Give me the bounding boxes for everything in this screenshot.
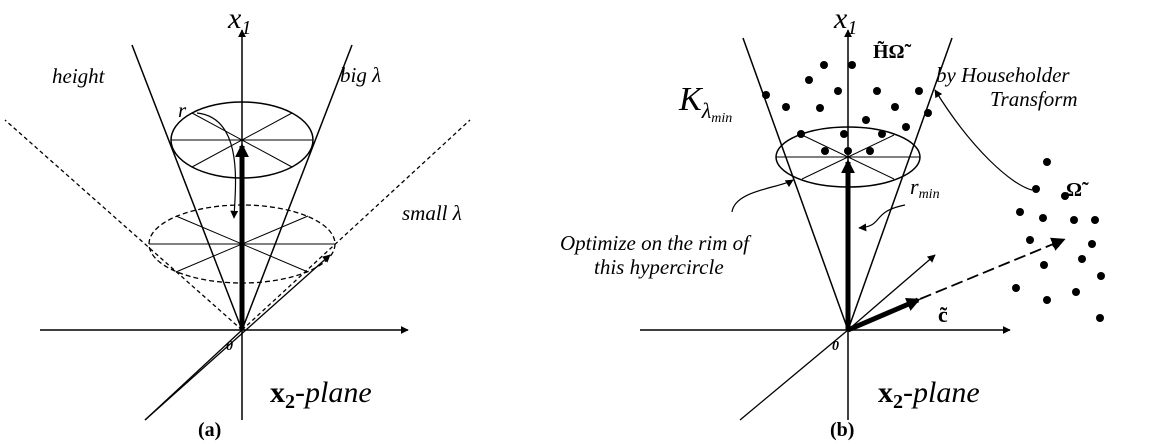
- data-point: [1096, 314, 1104, 322]
- data-point: [816, 104, 824, 112]
- c-tilde-arrow: [847, 297, 921, 333]
- big-lambda-label: big λ: [340, 63, 381, 87]
- data-point: [762, 91, 770, 99]
- data-point: [797, 130, 805, 138]
- r-min-label: rmin: [910, 174, 940, 202]
- householder-label-line2: Transform: [990, 87, 1078, 111]
- data-point: [834, 87, 842, 95]
- data-point: [844, 147, 852, 155]
- data-point: [848, 61, 856, 69]
- c-tilde-label: c̃: [938, 302, 948, 327]
- data-point: [878, 130, 886, 138]
- householder-pointer: [934, 89, 1033, 191]
- data-point: [1039, 214, 1047, 222]
- r-label-a: r: [178, 98, 187, 122]
- rim-pointer: [731, 179, 794, 213]
- caption-b: (b): [830, 419, 854, 441]
- diagonal-axis-b-upper: [847, 254, 936, 331]
- data-point: [1026, 236, 1034, 244]
- plane-label-b: x2-plane: [878, 376, 980, 413]
- optimize-label-line2: this hypercircle: [594, 255, 724, 279]
- big-lambda-cone-right: [241, 44, 353, 331]
- x1-label-a: x1: [227, 2, 251, 39]
- data-point: [1043, 158, 1051, 166]
- data-point: [1070, 216, 1078, 224]
- origin-label-b: 0: [832, 339, 839, 354]
- x1-label-b: x1: [833, 2, 857, 39]
- r-pointer-a: [196, 112, 239, 219]
- data-point: [1061, 192, 1069, 200]
- data-point: [821, 147, 829, 155]
- data-point: [1052, 240, 1060, 248]
- diagonal-axis-a: [144, 254, 331, 421]
- diagonal-axis-b: [739, 329, 849, 421]
- data-point: [1043, 296, 1051, 304]
- data-point: [873, 87, 881, 95]
- small-lambda-cone-right: [241, 119, 471, 331]
- data-point: [820, 61, 828, 69]
- k-lambda-min-label: Kλmin: [678, 81, 732, 126]
- height-label: height: [52, 64, 106, 88]
- data-point: [1012, 284, 1020, 292]
- omega-points: [1012, 158, 1105, 322]
- data-point: [1091, 216, 1099, 224]
- data-point: [1072, 288, 1080, 296]
- origin-label-a: 0: [226, 339, 233, 354]
- data-point: [862, 116, 870, 124]
- h-omega-label: H̃Ω̃: [873, 40, 912, 63]
- big-lambda-cone-left: [131, 44, 243, 331]
- data-point: [840, 130, 848, 138]
- cone-left-b: [742, 37, 849, 331]
- plane-label-a: x2-plane: [270, 376, 372, 413]
- c-tilde-dashed: [919, 237, 1066, 300]
- omega-label: Ω̃: [1066, 179, 1089, 201]
- householder-label-line1: by Householder: [936, 63, 1070, 87]
- data-point: [805, 76, 813, 84]
- data-point: [1088, 240, 1096, 248]
- small-lambda-cone-left: [4, 119, 243, 331]
- data-point: [902, 123, 910, 131]
- data-point: [1078, 255, 1086, 263]
- r-min-pointer: [858, 204, 906, 232]
- panel-b: x1 0 x2-plane Kλmin rmin H̃Ω̃ Ω̃ c̃ by H…: [560, 2, 1105, 441]
- data-point: [782, 103, 790, 111]
- data-point: [1097, 272, 1105, 280]
- optimize-label-line1: Optimize on the rim of: [560, 231, 752, 255]
- data-point: [866, 147, 874, 155]
- data-point: [1016, 208, 1024, 216]
- data-point: [915, 87, 923, 95]
- h-omega-points: [762, 61, 932, 155]
- data-point: [891, 103, 899, 111]
- ellipse-spoke: [191, 112, 293, 168]
- ellipse-spoke: [801, 134, 895, 180]
- panel-a: x1 0 x2-plane height r big λ small λ (a): [4, 2, 471, 441]
- caption-a: (a): [198, 419, 221, 441]
- data-point: [924, 109, 932, 117]
- cone-right-b: [847, 37, 953, 331]
- data-point: [1040, 261, 1048, 269]
- diagonal-axis-a-ext: [144, 329, 243, 421]
- data-point: [1032, 185, 1040, 193]
- small-lambda-label: small λ: [402, 201, 462, 225]
